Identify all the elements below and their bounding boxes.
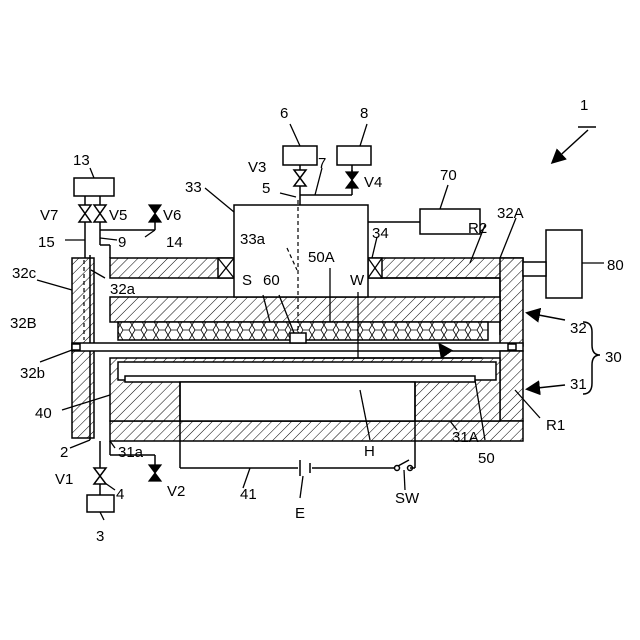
- label-31a: 31a: [118, 444, 144, 461]
- label-70: 70: [440, 167, 457, 184]
- label-1: 1: [580, 97, 588, 114]
- label-33a: 33a: [240, 231, 266, 248]
- valve-v6-icon: [149, 205, 161, 222]
- label-15: 15: [38, 234, 55, 251]
- seal-34-right: [368, 258, 382, 278]
- label-33: 33: [185, 179, 202, 196]
- label-32B: 32B: [10, 315, 37, 332]
- label-W: W: [350, 272, 365, 289]
- lower-chamber-31: [110, 345, 523, 441]
- label-2: 2: [60, 444, 68, 461]
- label-4: 4: [116, 486, 124, 503]
- label-32: 32: [570, 320, 587, 337]
- gas-source-6: [283, 146, 317, 165]
- valve-v7-icon: [79, 205, 91, 222]
- sensor-60: [290, 333, 306, 343]
- label-34: 34: [372, 225, 389, 242]
- label-7: 7: [318, 155, 326, 172]
- valve-v4-icon: [346, 172, 358, 188]
- label-9: 9: [118, 234, 126, 251]
- label-H: H: [364, 443, 375, 460]
- label-30: 30: [605, 349, 622, 366]
- label-v2: V2: [167, 483, 185, 500]
- label-32a: 32a: [110, 281, 136, 298]
- arrow-32: [528, 313, 565, 320]
- label-5: 5: [262, 180, 270, 197]
- label-31A: 31A: [452, 429, 479, 446]
- label-v1: V1: [55, 471, 73, 488]
- label-v4: V4: [364, 174, 382, 191]
- label-60: 60: [263, 272, 280, 289]
- label-13: 13: [73, 152, 90, 169]
- pump-80: [523, 230, 582, 298]
- label-32b: 32b: [20, 365, 45, 382]
- label-32A: 32A: [497, 205, 524, 222]
- valve-v3-icon: [294, 170, 306, 186]
- label-8: 8: [360, 105, 368, 122]
- label-50: 50: [478, 450, 495, 467]
- label-3: 3: [96, 528, 104, 545]
- label-v3: V3: [248, 159, 266, 176]
- label-41: 41: [240, 486, 257, 503]
- gas-source-8: [337, 146, 371, 172]
- label-31: 31: [570, 376, 587, 393]
- valve-v5-icon: [94, 205, 106, 222]
- arrow-31: [528, 385, 565, 389]
- label-v7: V7: [40, 207, 58, 224]
- label-R2: R2: [468, 220, 487, 237]
- label-32c: 32c: [12, 265, 37, 282]
- label-S: S: [242, 272, 252, 289]
- label-14: 14: [166, 234, 183, 251]
- arrow-1: [553, 130, 588, 162]
- separator-plate: [72, 343, 523, 351]
- label-R1: R1: [546, 417, 565, 434]
- label-40: 40: [35, 405, 52, 422]
- label-v6: V6: [163, 207, 181, 224]
- valve-v1-icon: [94, 468, 106, 484]
- label-SW: SW: [395, 490, 420, 507]
- seal-34-left: [218, 258, 234, 278]
- label-v5: V5: [109, 207, 127, 224]
- label-80: 80: [607, 257, 624, 274]
- label-E: E: [295, 505, 305, 522]
- valve-v2-icon: [149, 465, 161, 481]
- label-50A: 50A: [308, 249, 335, 266]
- label-6: 6: [280, 105, 288, 122]
